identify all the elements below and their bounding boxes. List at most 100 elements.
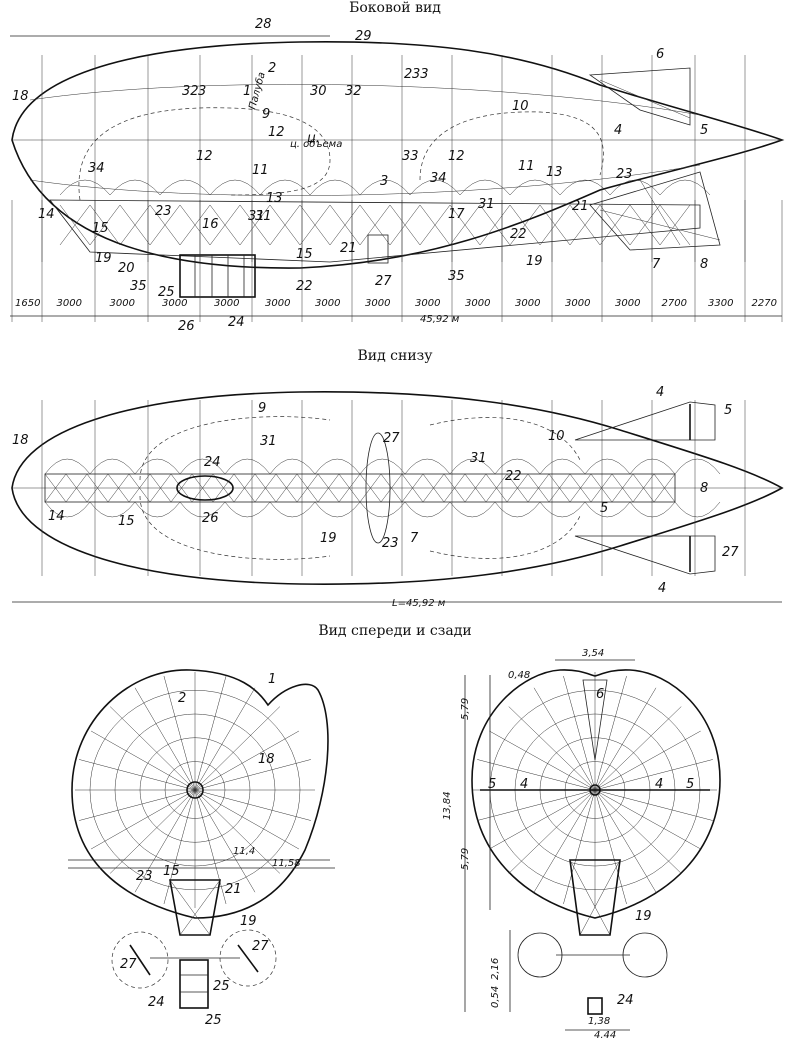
bottom-ballonet-fwd	[139, 416, 331, 560]
station-dim-label: 3000	[110, 298, 135, 309]
front-callout: 25	[205, 1013, 222, 1028]
hull-outline	[11, 40, 785, 269]
keel-cross	[59, 204, 91, 246]
side-callout: 3	[380, 174, 388, 189]
bottom-engine-frame	[365, 432, 391, 544]
keel-cross	[239, 204, 271, 246]
bottom-callout: 26	[202, 511, 219, 526]
bottom-scallop	[134, 458, 181, 518]
front-spoke	[109, 789, 196, 874]
bottom-callout: 27	[383, 431, 400, 446]
bottom-ballonet-aft	[429, 417, 581, 559]
side-view-title: Боковой вид	[349, 0, 441, 16]
side-callout: 12	[196, 149, 213, 164]
side-callout: 17	[448, 207, 465, 222]
front-spoke	[79, 759, 196, 791]
bottom-keel-cross	[317, 473, 340, 503]
ballonet-arc	[309, 179, 361, 196]
front-rear-view-title: Вид спереди и сзади	[318, 623, 472, 639]
side-callout: 11	[518, 159, 535, 174]
keel-cross	[389, 204, 421, 246]
front-callout: 27	[120, 957, 137, 972]
rear-spoke	[594, 789, 701, 850]
side-callout: 19	[95, 251, 112, 266]
bottom-scallop	[269, 458, 316, 518]
keel-cross	[419, 204, 451, 246]
side-callout: 5	[700, 123, 708, 138]
rear-spoke	[489, 789, 596, 850]
side-callout: 3	[198, 84, 206, 99]
front-spoke	[194, 730, 300, 791]
bottom-keel-bracing	[44, 473, 676, 503]
station-dim-label: 3000	[515, 298, 540, 309]
rear-dim-label: 1,38	[588, 1016, 610, 1027]
rear-keel-bracing	[569, 859, 621, 936]
side-callout: 33	[412, 67, 429, 82]
side-callout: 21	[572, 199, 589, 214]
ballonet-arc	[409, 179, 461, 196]
keel-cross	[659, 204, 691, 246]
rear-dim-label: 5,79	[460, 698, 471, 720]
side-callout: 11	[252, 163, 269, 178]
side-callout: 22	[296, 279, 313, 294]
side-callout: 18	[12, 89, 29, 104]
rear-dim-label: 5,79	[460, 848, 471, 870]
side-callout: 28	[255, 17, 272, 32]
rear-spoke	[533, 687, 596, 791]
station-dim-label: 2700	[662, 298, 687, 309]
front-propeller-disc-left	[111, 931, 169, 989]
bottom-callout: 22	[505, 469, 522, 484]
side-callout: 32	[182, 84, 199, 99]
front-dim-11-4: 11,4	[233, 846, 255, 857]
aft-engine-car	[367, 234, 389, 264]
front-spoke	[109, 706, 196, 791]
front-callout: 19	[240, 914, 257, 929]
bottom-scallop	[314, 458, 361, 518]
rear-spoke	[533, 789, 596, 893]
bottom-callout: 23	[382, 536, 399, 551]
keel-cross	[329, 204, 361, 246]
front-spoke	[90, 789, 196, 850]
side-callout: 16	[202, 217, 219, 232]
side-callout: 20	[118, 261, 135, 276]
rear-spoke	[594, 789, 627, 905]
bottom-view-title: Вид снизу	[357, 348, 433, 364]
front-spoke	[194, 789, 227, 905]
ballonet-arc	[159, 179, 211, 196]
bottom-scallop	[224, 458, 271, 518]
bottom-callout: 5	[724, 403, 732, 418]
bottom-keel-cross	[611, 473, 634, 503]
keel-cross	[299, 204, 331, 246]
front-callout: 23	[136, 869, 153, 884]
side-callout: 34	[88, 161, 105, 176]
bottom-callout: 8	[700, 481, 708, 496]
ballonet-arc	[359, 179, 411, 196]
rear-propeller-disc-left	[517, 932, 563, 978]
bottom-keel-cross	[44, 473, 67, 503]
keel-cross	[359, 204, 391, 246]
front-spoke	[134, 687, 196, 791]
front-callout: 2	[178, 691, 186, 706]
side-callout: 23	[155, 204, 172, 219]
bottom-callout: 5	[600, 501, 608, 516]
bottom-keel-cross	[149, 473, 172, 503]
bottom-callout: 31	[470, 451, 487, 466]
side-callout: 12	[268, 125, 285, 140]
front-spoke	[194, 675, 227, 791]
bottom-keel-cross	[233, 473, 256, 503]
upper-fin	[588, 67, 691, 126]
rear-spoke	[594, 759, 713, 791]
overall-length-label: 45,92 м	[420, 314, 460, 325]
bottom-keel-cross	[548, 473, 571, 503]
bottom-scallop	[674, 458, 721, 518]
station-dim-label: 3000	[465, 298, 490, 309]
rear-callout: 24	[617, 993, 634, 1008]
station-dim-label: 3000	[415, 298, 440, 309]
rear-spoke	[594, 789, 682, 874]
longitudinal-lower	[29, 164, 701, 196]
side-callout: 35	[448, 269, 465, 284]
